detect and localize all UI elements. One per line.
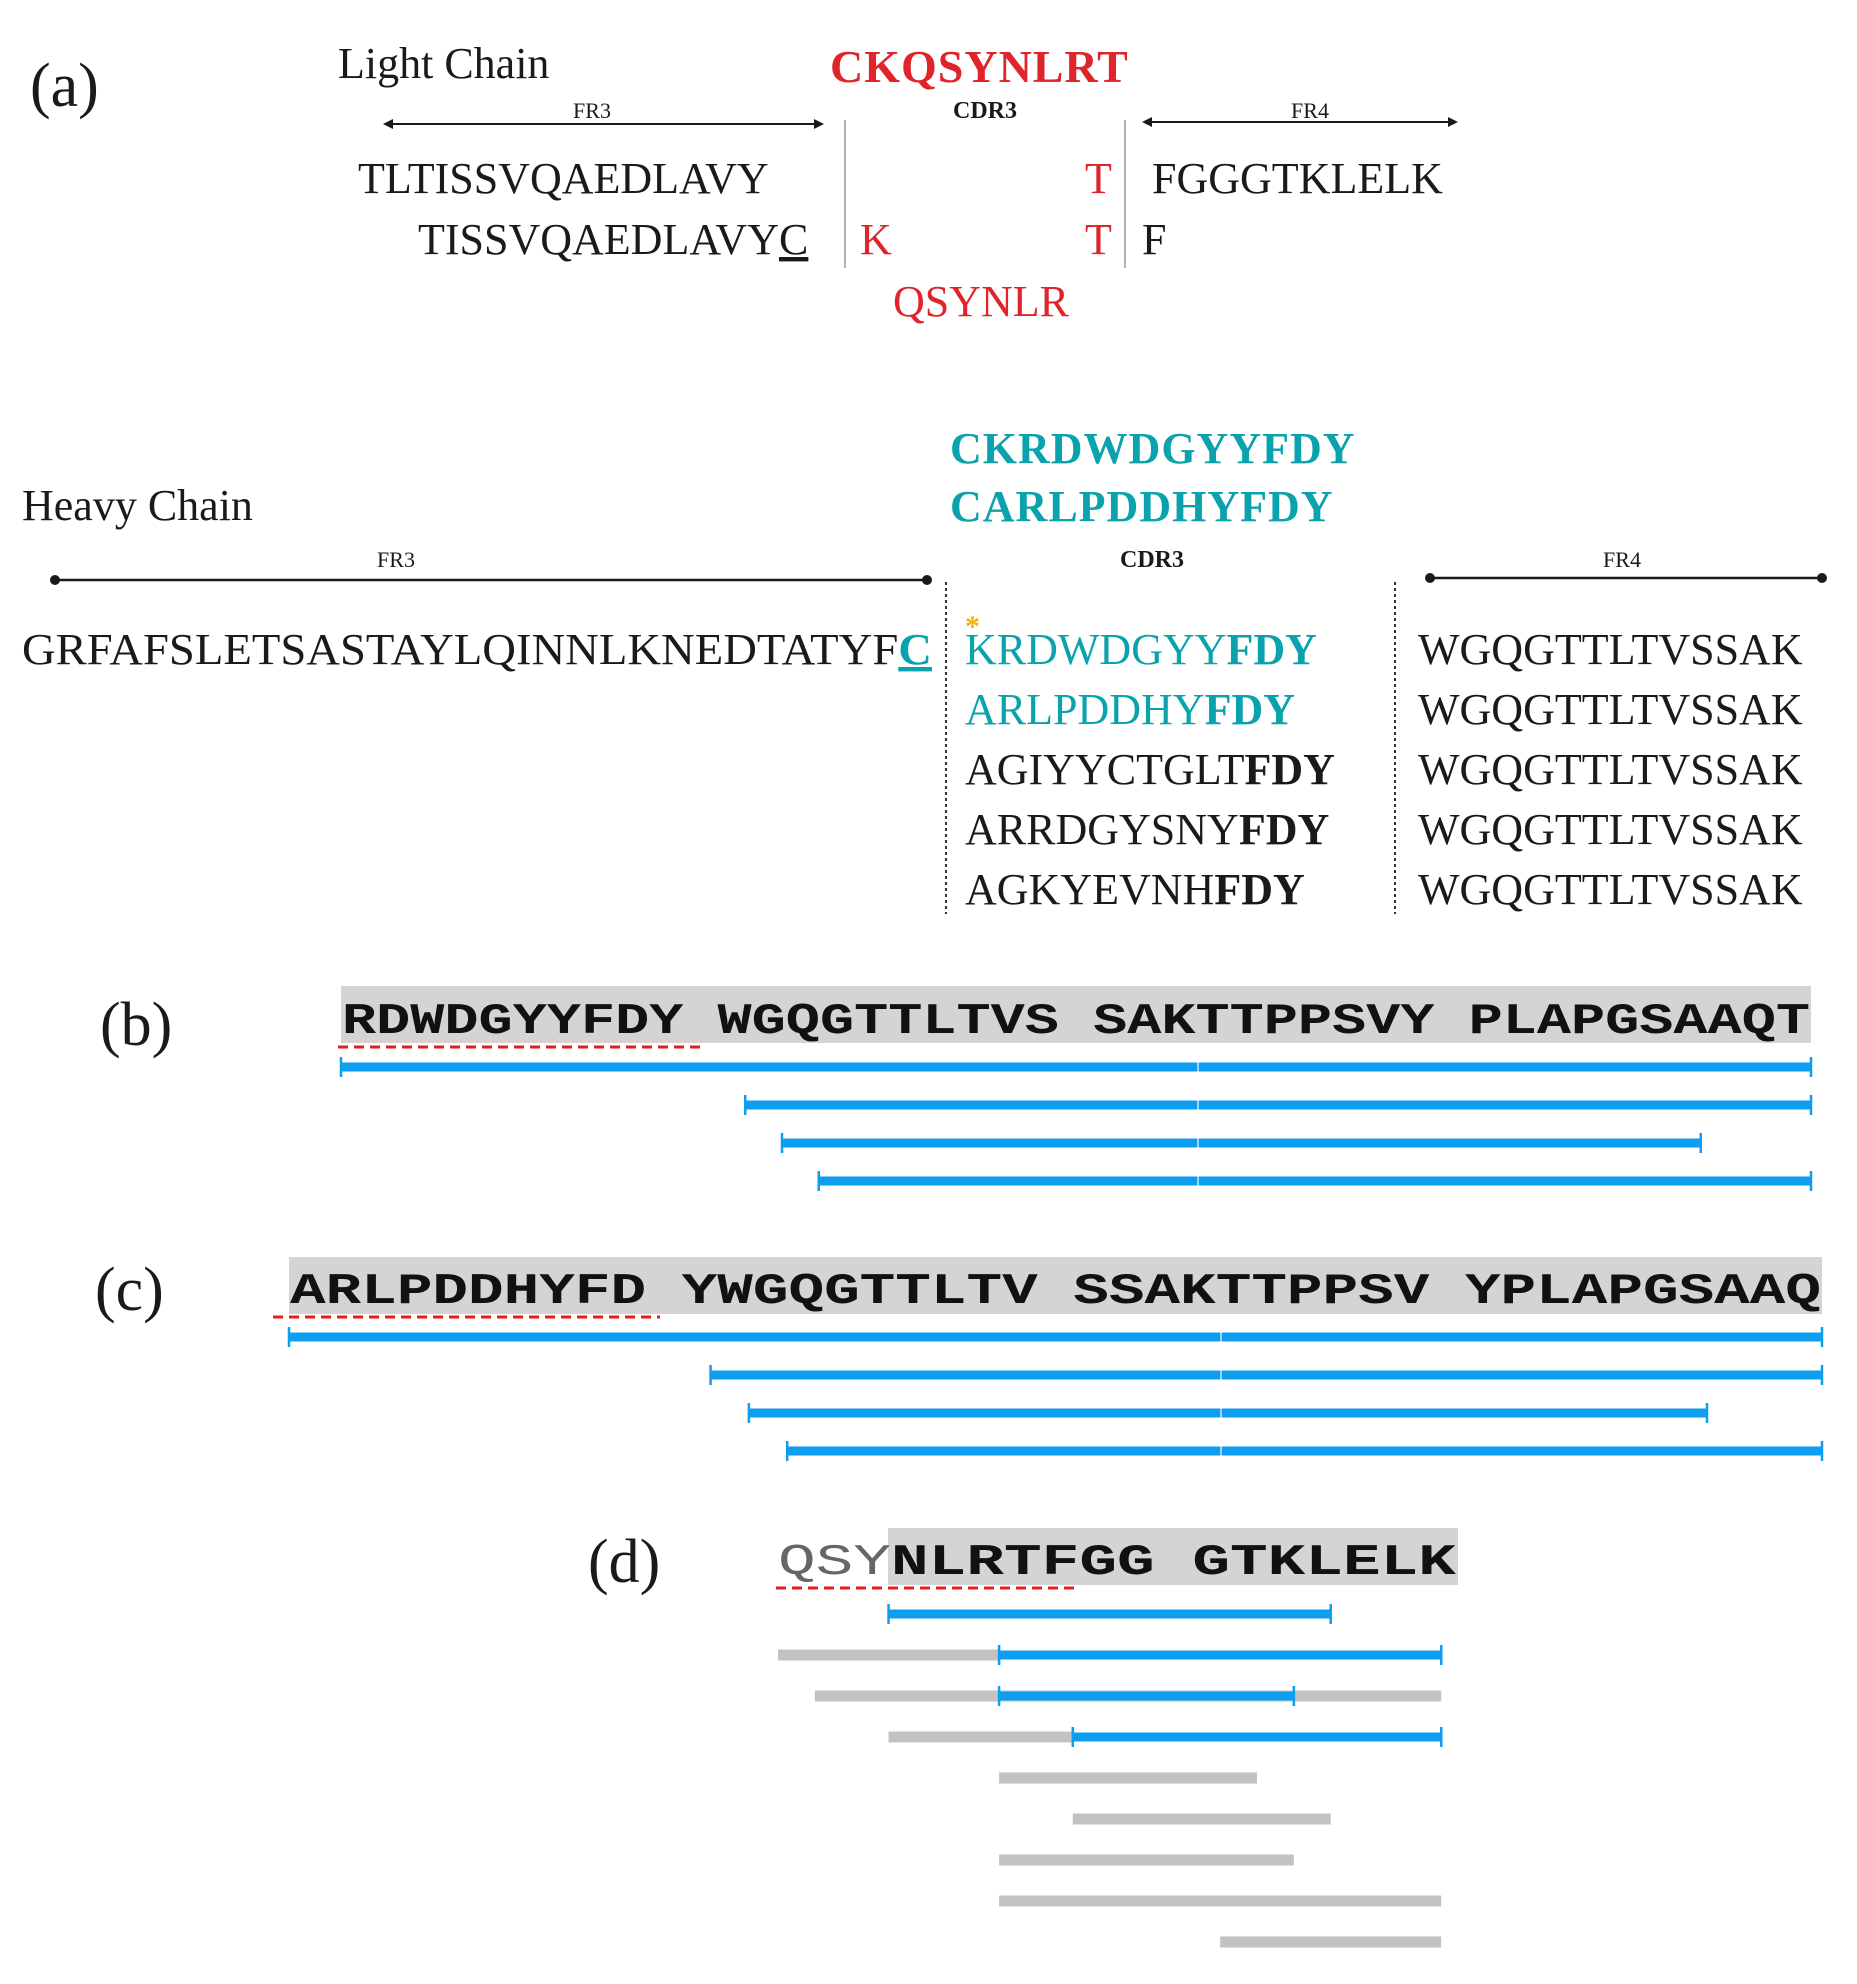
panel-a-label: (a)	[30, 52, 99, 120]
light-row2-fr3: TISSVQAEDLAVYC	[418, 215, 808, 264]
light-row2-fr4: F	[1142, 215, 1166, 264]
panel-b-peptide-bar-4	[817, 1171, 1813, 1191]
panel-d-blue-bar-1	[887, 1604, 1332, 1624]
panel-b-peptide-bar-1	[339, 1057, 1813, 1077]
heavy-chain: CKRDWDGYYFDY CARLPDDHYFDY Heavy Chain FR…	[22, 424, 1827, 914]
panel-c-peptide-bar-1	[287, 1327, 1824, 1347]
heavy-fr4-label: FR4	[1603, 547, 1641, 572]
panel-d-sequence-matched: NLRTFGG GTKLELK	[891, 1538, 1457, 1588]
panel-d-gray-peptide-bars	[778, 1649, 1442, 1948]
heavy-fr3-cysteine: C	[898, 625, 932, 674]
light-row2-cdr3-core: QSYNLR	[893, 277, 1070, 326]
panel-c-sequence-background	[289, 1257, 1822, 1314]
light-row1-fr3: TLTISSVQAEDLAVY	[358, 154, 769, 203]
heavy-cdr3-row-5: AGKYEVNHFDY	[965, 865, 1305, 914]
light-cdr3-sequence: CKQSYNLRT	[830, 41, 1129, 92]
heavy-fr3-label: FR3	[377, 547, 415, 572]
panel-b-peptide-bar-2	[744, 1095, 1813, 1115]
heavy-asterisk-marker: *	[965, 610, 980, 643]
panel-c-peptide-bar-2	[709, 1365, 1824, 1385]
panel-b: (b) RDWDGYYFDY WGQGTTLTVS SAKTTPPSVY PLA…	[100, 986, 1813, 1191]
heavy-cdr3-row-3: AGIYYCTGLTFDY	[965, 745, 1335, 794]
panel-c-label: (c)	[95, 1256, 164, 1324]
heavy-cdr3-label: CDR3	[1120, 547, 1184, 573]
panel-d-blue-bar-2	[997, 1645, 1443, 1665]
panel-c-peptide-bar-3	[747, 1403, 1709, 1423]
heavy-fr4-range-arrow	[1425, 573, 1827, 583]
heavy-fr4-row-4: WGQGTTLTVSSAK	[1418, 805, 1803, 854]
light-row2-cysteine: C	[779, 215, 808, 264]
light-row2-cdr3-start: K	[860, 215, 892, 264]
light-fr3-label: FR3	[573, 98, 611, 123]
light-fr3-range-arrow	[383, 119, 824, 129]
heavy-cdr3-row-2: ARLPDDHYFDY	[965, 685, 1295, 734]
light-cdr3-label: CDR3	[953, 98, 1017, 124]
heavy-cdr3-rows: KRDWDGYYFDY WGQGTTLTVSSAK ARLPDDHYFDY WGQGT…	[965, 625, 1803, 914]
heavy-cdr3-row-1: KRDWDGYYFDY	[965, 625, 1317, 674]
heavy-fr4-row-3: WGQGTTLTVSSAK	[1418, 745, 1803, 794]
heavy-cdr3-sequence-2: CARLPDDHYFDY	[950, 482, 1334, 531]
light-row1-cdr3-end: T	[1085, 154, 1112, 203]
panel-b-peptide-bars	[339, 1057, 1813, 1191]
light-fr4-label: FR4	[1291, 98, 1329, 123]
panel-d-sequence-background	[888, 1528, 1458, 1585]
panel-c: (c) ARLPDDHYFD YWGQGTTLTV SSAKTTPPSV YPL…	[95, 1256, 1824, 1461]
heavy-cdr3-sequence-1: CKRDWDGYYFDY	[950, 424, 1356, 473]
panel-c-peptide-bar-4	[785, 1441, 1824, 1461]
panel-d-blue-bar-4	[1071, 1727, 1443, 1747]
panel-c-peptide-bars	[287, 1327, 1824, 1461]
panel-b-peptide-bar-3	[780, 1133, 1702, 1153]
panel-d-blue-peptide-bars	[887, 1604, 1443, 1747]
panel-b-sequence-background	[341, 986, 1811, 1043]
heavy-cdr3-row-4: ARRDGYSNYFDY	[965, 805, 1329, 854]
heavy-fr4-row-5: WGQGTTLTVSSAK	[1418, 865, 1803, 914]
heavy-fr4-row-1: WGQGTTLTVSSAK	[1418, 625, 1803, 674]
panel-a: (a) Light Chain CKQSYNLRT FR3 CDR3 FR4 T…	[22, 39, 1827, 914]
heavy-chain-title: Heavy Chain	[22, 481, 253, 530]
panel-b-label: (b)	[100, 991, 172, 1059]
light-chain: Light Chain CKQSYNLRT FR3 CDR3 FR4 TLTIS…	[338, 39, 1458, 326]
light-chain-title: Light Chain	[338, 39, 549, 88]
panel-d-sequence-unmatched: QSY	[778, 1538, 891, 1588]
heavy-fr4-row-2: WGQGTTLTVSSAK	[1418, 685, 1803, 734]
heavy-fr3-range-arrow	[50, 575, 932, 585]
panel-d-blue-bar-3	[997, 1686, 1296, 1706]
light-row1-fr4: FGGGTKLELK	[1152, 154, 1443, 203]
light-fr4-range-arrow	[1142, 117, 1458, 127]
panel-d-label: (d)	[588, 1528, 660, 1596]
panel-b-sequence: RDWDGYYFDY WGQGTTLTVS SAKTTPPSVY PLAPGSA…	[342, 997, 1810, 1047]
panel-c-sequence: ARLPDDHYFD YWGQGTTLTV SSAKTTPPSV YPLAPGS…	[290, 1267, 1821, 1317]
light-row2-cdr3-end: T	[1085, 215, 1112, 264]
